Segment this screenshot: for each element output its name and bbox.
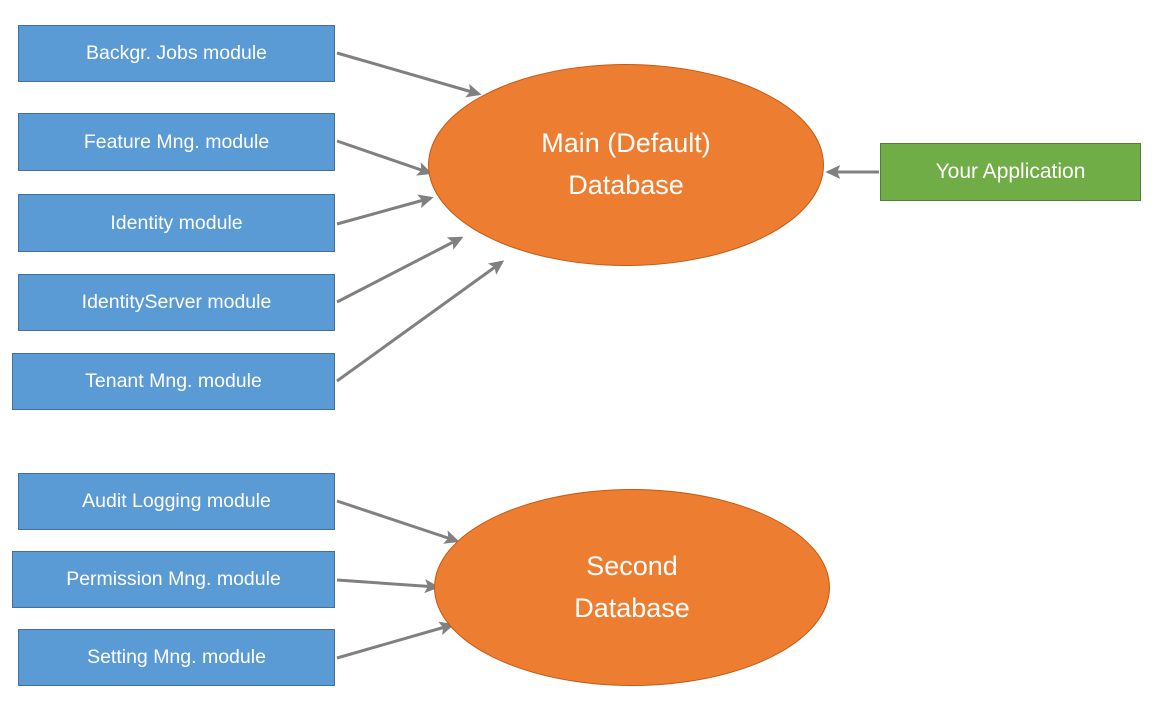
module-setting-mng[interactable]: Setting Mng. module — [18, 629, 335, 686]
module-label: Feature Mng. module — [83, 130, 270, 153]
module-audit-logging[interactable]: Audit Logging module — [18, 473, 335, 530]
edge-tenant-mng-to-main — [336, 260, 505, 383]
module-label: IdentityServer module — [81, 291, 272, 313]
module-backgr-jobs[interactable]: Backgr. Jobs module — [18, 25, 335, 82]
edge-backgr-jobs-to-main — [336, 51, 482, 98]
your-application-node[interactable]: Your Application — [880, 143, 1141, 201]
module-label: Backgr. Jobs module — [85, 42, 267, 64]
module-identityserver[interactable]: IdentityServer module — [18, 274, 335, 331]
edge-identityserver-to-main — [336, 236, 464, 304]
main-database-label-line-2: Database — [568, 170, 684, 200]
module-label: Identity module — [110, 211, 243, 234]
edge-permission-mng-to-second — [336, 578, 440, 594]
edge-identity-to-main — [336, 194, 434, 226]
edge-setting-mng-to-second — [336, 621, 455, 660]
second-database-label-line-2: Database — [574, 592, 690, 623]
second-database-node[interactable]: Second Database — [434, 489, 830, 686]
main-database-label-line-1: Main (Default) — [541, 128, 711, 159]
module-permission-mng[interactable]: Permission Mng. module — [12, 551, 335, 608]
main-database-node[interactable]: Main (Default) Database — [428, 64, 824, 266]
module-label: Permission Mng. module — [66, 568, 281, 590]
module-label: Audit Logging module — [82, 490, 271, 512]
module-tenant-mng[interactable]: Tenant Mng. module — [12, 353, 335, 410]
edge-feature-mng-to-main — [336, 139, 433, 176]
module-identity[interactable]: Identity module — [18, 194, 335, 252]
your-application-label: Your Application — [935, 159, 1086, 183]
edge-audit-logging-to-second — [336, 499, 460, 544]
module-label: Tenant Mng. module — [85, 370, 262, 392]
module-feature-mng[interactable]: Feature Mng. module — [18, 113, 335, 171]
module-label: Setting Mng. module — [87, 646, 266, 668]
second-database-label-line-1: Second — [586, 550, 678, 581]
